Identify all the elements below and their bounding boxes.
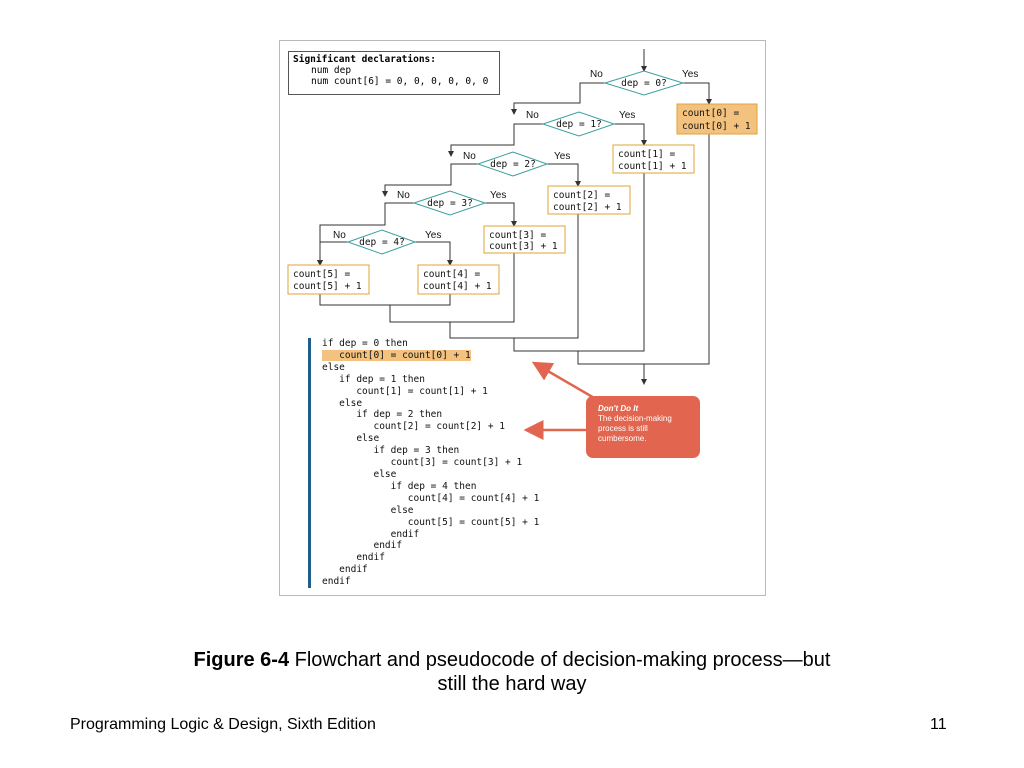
yes-label: Yes <box>490 190 506 201</box>
code-line: count[2] = count[2] + 1 <box>322 421 506 433</box>
process-box-count-4: count[4] = count[4] + 1 <box>417 264 500 295</box>
code-line: endif <box>322 564 368 576</box>
process-box-count-3: count[3] = count[3] + 1 <box>483 225 566 254</box>
code-line: else <box>322 397 363 409</box>
svg-text:count[4] + 1: count[4] + 1 <box>423 281 492 292</box>
code-line: else <box>322 361 345 373</box>
code-line: endif <box>322 576 351 588</box>
no-label: No <box>397 190 410 201</box>
code-line: count[1] = count[1] + 1 <box>322 385 488 397</box>
svg-text:dep = 2?: dep = 2? <box>490 159 536 170</box>
code-line: if dep = 2 then <box>322 409 443 421</box>
pseudocode-bar <box>308 338 311 588</box>
process-box-count-2: count[2] = count[2] + 1 <box>547 185 631 215</box>
figure-label: Figure 6-4 <box>193 649 290 671</box>
callout-body-line: cumbersome. <box>598 434 647 443</box>
code-line: else <box>322 468 397 480</box>
caption-text-line2: still the hard way <box>437 673 587 695</box>
process-box-count-0: count[0] = count[0] + 1 <box>676 103 758 135</box>
no-label: No <box>463 151 476 162</box>
svg-text:count[0] =: count[0] = <box>682 108 739 119</box>
callout-body-line: process is still <box>598 424 648 433</box>
declarations-title: Significant declarations: <box>293 54 436 65</box>
svg-text:count[2] =: count[2] = <box>553 190 610 201</box>
yes-label: Yes <box>425 230 441 241</box>
svg-text:count[5] =: count[5] = <box>293 269 350 280</box>
svg-text:count[5] + 1: count[5] + 1 <box>293 281 362 292</box>
caption-text: Flowchart and pseudocode of decision-mak… <box>289 649 831 671</box>
declarations-box: Significant declarations: num dep num co… <box>288 51 500 95</box>
code-line: count[5] = count[5] + 1 <box>322 516 540 528</box>
branch-labels: No Yes No Yes No Yes No Yes No Yes <box>333 69 698 241</box>
process-box-count-5: count[5] = count[5] + 1 <box>287 264 370 295</box>
code-line: if dep = 4 then <box>322 480 477 492</box>
svg-text:count[1] + 1: count[1] + 1 <box>618 161 687 172</box>
callout-title: Don't Do It <box>598 404 639 413</box>
decision-dep-0: dep = 0? <box>603 70 685 96</box>
svg-text:count[4] =: count[4] = <box>423 269 480 280</box>
svg-text:dep = 0?: dep = 0? <box>621 78 667 89</box>
code-line: else <box>322 433 380 445</box>
figure-caption: Figure 6-4 Flowchart and pseudocode of d… <box>80 648 944 696</box>
svg-text:dep = 4?: dep = 4? <box>359 237 405 248</box>
decision-dep-1: dep = 1? <box>541 111 616 137</box>
figure-panel: Significant declarations: num dep num co… <box>279 40 766 596</box>
code-line: endif <box>322 552 385 564</box>
svg-text:count[1] =: count[1] = <box>618 149 675 160</box>
decision-dep-3: dep = 3? <box>412 190 487 216</box>
code-line: else <box>322 504 414 516</box>
connector-lines <box>317 49 712 385</box>
code-line: if dep = 3 then <box>322 445 460 457</box>
flowchart: dep = 0? dep = 1? dep = 2? dep = 3? dep … <box>287 49 758 440</box>
svg-text:dep = 3?: dep = 3? <box>427 198 473 209</box>
yes-label: Yes <box>682 69 698 80</box>
yes-label: Yes <box>619 110 635 121</box>
code-line: if dep = 0 then <box>322 338 408 349</box>
footer-page-number: 11 <box>930 716 947 733</box>
code-line: endif <box>322 528 420 540</box>
process-box-count-1: count[1] = count[1] + 1 <box>612 144 695 174</box>
declaration-line: num count[6] = 0, 0, 0, 0, 0, 0 <box>311 76 489 87</box>
code-line: count[3] = count[3] + 1 <box>322 457 523 469</box>
code-line-highlighted: count[0] = count[0] + 1 <box>322 349 539 362</box>
code-line: if dep = 1 then <box>322 373 425 385</box>
highlighted-code: count[0] = count[0] + 1 <box>322 349 471 361</box>
svg-text:count[3] + 1: count[3] + 1 <box>489 241 558 252</box>
callout-body-line: The decision-making <box>598 414 672 423</box>
footer-book-title: Programming Logic & Design, Sixth Editio… <box>70 716 376 733</box>
svg-text:count[2] + 1: count[2] + 1 <box>553 202 622 213</box>
svg-text:count[3] =: count[3] = <box>489 230 546 241</box>
no-label: No <box>333 230 346 241</box>
code-line: endif <box>322 540 403 552</box>
yes-label: Yes <box>554 151 570 162</box>
declaration-line: num dep <box>311 65 352 76</box>
callout-arrows <box>523 361 597 440</box>
dont-do-it-callout: Don't Do It The decision-making process … <box>586 396 700 458</box>
code-line: count[4] = count[4] + 1 <box>322 492 540 504</box>
no-label: No <box>590 69 603 80</box>
decision-dep-2: dep = 2? <box>476 151 549 177</box>
svg-text:count[0] + 1: count[0] + 1 <box>682 121 751 132</box>
no-label: No <box>526 110 539 121</box>
decision-dep-4: dep = 4? <box>346 229 417 255</box>
svg-text:dep = 1?: dep = 1? <box>556 119 602 130</box>
